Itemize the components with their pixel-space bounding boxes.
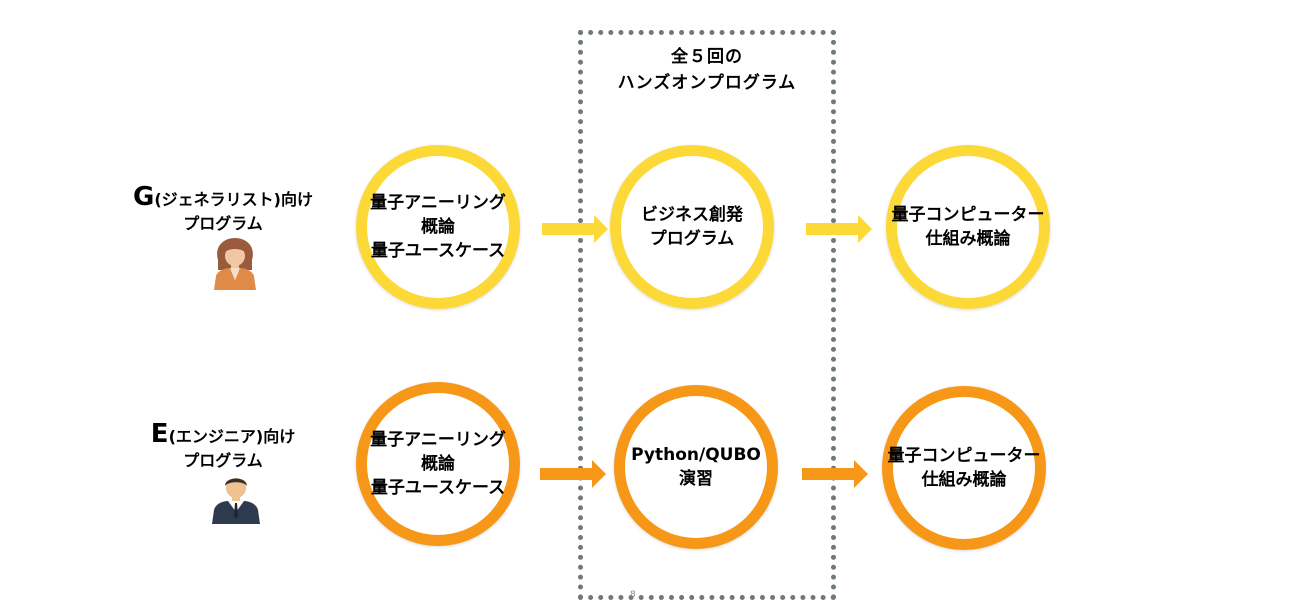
g-circle2-line2: プログラム	[649, 229, 735, 249]
hands-on-program-title: 全５回の ハンズオンプログラム	[578, 44, 836, 96]
e-arrow-2	[802, 460, 868, 488]
box-title-line1: 全５回の	[671, 47, 743, 67]
engineer-letter: E	[150, 419, 169, 449]
e-circle3-line2: 仕組み概論	[921, 470, 1007, 490]
generalist-letter: G	[133, 182, 155, 212]
page-number: 8	[630, 590, 636, 600]
e-circle3-line1: 量子コンピューター	[887, 446, 1041, 466]
e-circle-python-qubo: Python/QUBO 演習	[614, 385, 778, 549]
generalist-label-line2: プログラム	[183, 214, 263, 233]
generalist-track-label: G(ジェネラリスト)向け プログラム	[118, 182, 328, 236]
g-circle1-line1: 量子アニーリング	[370, 193, 506, 213]
man-avatar-icon	[212, 478, 260, 524]
e-circle2-line1: Python/QUBO	[631, 445, 761, 465]
engineer-track-label: E(エンジニア)向け プログラム	[118, 419, 328, 473]
g-circle1-line3: 量子ユースケース	[370, 241, 506, 261]
e-circle2-line2: 演習	[679, 469, 713, 489]
engineer-label-rest: (エンジニア)向け	[168, 427, 296, 446]
g-circle3-line2: 仕組み概論	[925, 229, 1011, 249]
e-arrow-1	[540, 460, 606, 488]
engineer-label-line2: プログラム	[183, 451, 263, 470]
e-circle1-line2: 概論	[421, 454, 455, 474]
e-circle-qc-mechanism: 量子コンピューター 仕組み概論	[882, 386, 1046, 550]
generalist-label-rest: (ジェネラリスト)向け	[154, 190, 313, 209]
e-circle1-line1: 量子アニーリング	[370, 430, 506, 450]
g-circle1-line2: 概論	[421, 217, 455, 237]
g-circle-qc-mechanism: 量子コンピューター 仕組み概論	[886, 145, 1050, 309]
g-arrow-1	[542, 215, 608, 243]
box-title-line2: ハンズオンプログラム	[617, 73, 797, 93]
hands-on-program-frame	[578, 30, 836, 600]
g-circle3-line1: 量子コンピューター	[891, 205, 1045, 225]
g-circle-annealing-intro: 量子アニーリング 概論 量子ユースケース	[356, 145, 520, 309]
e-circle1-line3: 量子ユースケース	[370, 478, 506, 498]
g-circle-business-program: ビジネス創発 プログラム	[610, 145, 774, 309]
e-circle-annealing-intro: 量子アニーリング 概論 量子ユースケース	[356, 382, 520, 546]
g-arrow-2	[806, 215, 872, 243]
g-circle2-line1: ビジネス創発	[641, 205, 743, 225]
woman-avatar-icon	[214, 238, 256, 290]
